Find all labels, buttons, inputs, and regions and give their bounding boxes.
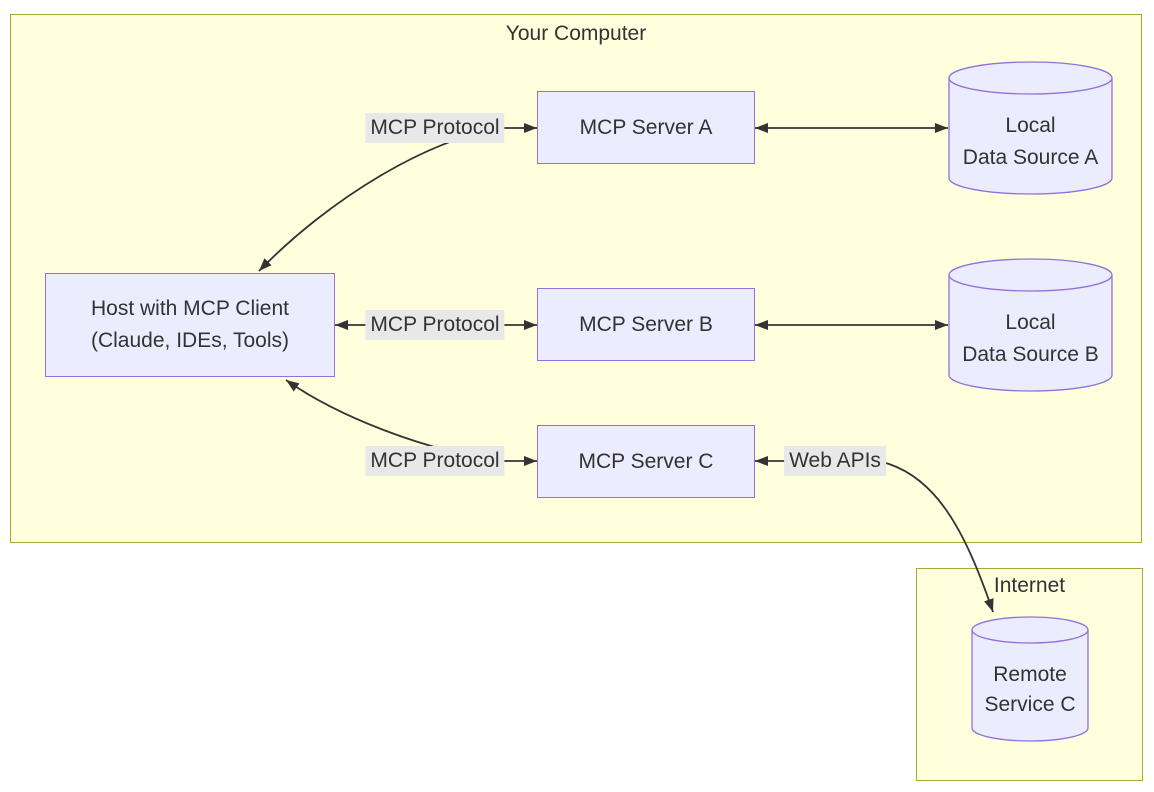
node-mcp-server-c-label: MCP Server C bbox=[578, 449, 714, 473]
node-host-with-mcp-client: Host with MCP Client (Claude, IDEs, Tool… bbox=[45, 273, 335, 377]
node-local-data-source-b: Local Data Source B bbox=[948, 258, 1113, 392]
database-cylinder-icon bbox=[948, 258, 1113, 392]
node-data-b-line1: Local bbox=[1005, 311, 1056, 334]
node-mcp-server-c: MCP Server C bbox=[537, 425, 755, 498]
node-mcp-server-b: MCP Server B bbox=[537, 288, 755, 361]
cluster-internet-title: Internet bbox=[993, 574, 1066, 597]
database-cylinder-icon bbox=[948, 61, 1113, 195]
cluster-your-computer-title: Your Computer bbox=[505, 22, 647, 45]
node-mcp-server-b-label: MCP Server B bbox=[579, 312, 713, 336]
node-remote-service-c: Remote Service C bbox=[971, 616, 1089, 742]
edge-label-mcp-protocol-c: MCP Protocol bbox=[365, 446, 505, 476]
node-mcp-server-a: MCP Server A bbox=[537, 91, 755, 164]
node-data-a-line2: Data Source A bbox=[962, 146, 1099, 169]
node-host-line2: (Claude, IDEs, Tools) bbox=[90, 329, 290, 352]
edge-server-c-remote bbox=[755, 456, 994, 613]
node-host-line1: Host with MCP Client bbox=[90, 297, 289, 320]
database-cylinder-icon bbox=[971, 616, 1089, 742]
edge-label-web-apis: Web APIs bbox=[784, 446, 886, 476]
edge-label-mcp-protocol-b: MCP Protocol bbox=[365, 310, 505, 340]
edge-host-server-a bbox=[258, 123, 537, 272]
edge-label-mcp-protocol-a: MCP Protocol bbox=[365, 113, 505, 143]
node-remote-c-line2: Service C bbox=[984, 693, 1076, 716]
node-local-data-source-a: Local Data Source A bbox=[948, 61, 1113, 195]
node-remote-c-line1: Remote bbox=[993, 663, 1067, 686]
node-data-b-line2: Data Source B bbox=[962, 343, 1099, 366]
node-mcp-server-a-label: MCP Server A bbox=[579, 115, 713, 139]
node-data-a-line1: Local bbox=[1005, 114, 1056, 137]
